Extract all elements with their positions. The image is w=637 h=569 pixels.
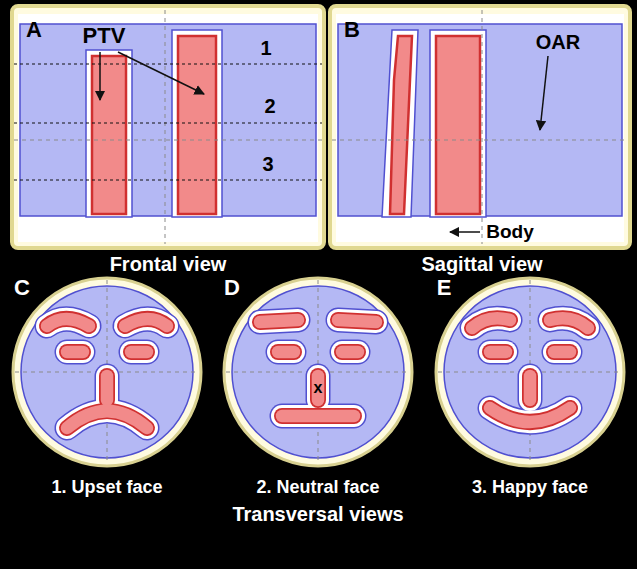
face-caption: 3. Happy face — [472, 478, 588, 498]
ptv-structure — [490, 340, 506, 365]
panel-letter: C — [14, 276, 30, 300]
panel-letter: A — [26, 18, 42, 42]
ptv-structure — [282, 408, 354, 424]
ptv-structure — [131, 344, 147, 360]
ptv-structure — [95, 376, 120, 400]
face-phantom — [224, 278, 412, 466]
ptv-structure — [554, 344, 570, 360]
transversal-phantoms — [13, 278, 624, 466]
slice-number: 3 — [262, 153, 273, 175]
oar-label: OAR — [536, 31, 580, 53]
view-caption: Transversal views — [232, 503, 403, 525]
ptv-structure — [342, 340, 358, 365]
ptv-structure — [125, 319, 167, 326]
body-label: Body — [486, 222, 534, 243]
ptv-structure — [260, 320, 298, 322]
slice-number: 1 — [260, 37, 271, 59]
panel-letter: B — [344, 18, 360, 42]
ptv-structure — [67, 411, 147, 428]
ptv-structure — [47, 319, 89, 326]
ptv-structure — [47, 319, 89, 326]
ptv-structure — [550, 318, 588, 328]
ptv-structure — [338, 320, 376, 322]
ptv-structure — [282, 410, 354, 423]
ptv-structure — [342, 341, 358, 363]
ptv-structure — [307, 376, 329, 400]
ptv-structure — [67, 346, 83, 359]
ptv-structure — [101, 376, 114, 400]
ptv-structure — [472, 318, 510, 328]
ptv-structure — [278, 346, 294, 359]
ptv-structure — [99, 376, 115, 400]
ptv-structure — [472, 318, 510, 328]
ptv-structure — [338, 320, 376, 322]
ptv-structure — [554, 340, 570, 365]
ptv-structure — [554, 341, 570, 363]
ptv-structure — [67, 411, 147, 428]
ptv-structure — [490, 344, 506, 360]
ptv-structure — [125, 319, 167, 326]
ptv-structure — [278, 340, 294, 365]
ptv-structure — [47, 319, 89, 326]
ptv-structure — [519, 376, 541, 400]
ptv-structure — [490, 341, 506, 363]
ptv-structure — [338, 320, 376, 322]
ptv-structure — [306, 376, 331, 400]
ptv-structure — [472, 318, 510, 328]
ptv-structure — [278, 344, 294, 360]
ptv-structure — [342, 344, 358, 360]
ptv-structure — [67, 344, 83, 360]
frontal-phantom — [12, 6, 324, 248]
view-caption: Sagittal view — [421, 253, 542, 275]
ptv-structure — [490, 408, 570, 422]
ptv-structure — [125, 319, 167, 326]
face-caption: 2. Neutral face — [256, 478, 379, 498]
face-phantom — [436, 278, 624, 466]
ptv-structure — [131, 346, 147, 359]
ptv-structure — [472, 318, 510, 328]
isocenter-mark: x — [313, 379, 324, 397]
ptv-structure — [338, 320, 376, 322]
sagittal-phantom — [330, 6, 630, 248]
ptv-structure — [278, 341, 294, 363]
panel-letter: D — [224, 276, 240, 300]
ptv-structure — [260, 320, 298, 322]
ptv-structure — [490, 408, 570, 422]
ptv-structure — [550, 318, 588, 328]
ptv-structure — [550, 318, 588, 328]
ptv-structure — [260, 320, 298, 322]
ptv-structure — [522, 376, 538, 400]
ptv-structure — [67, 411, 147, 428]
ptv-structure — [524, 376, 537, 400]
ptv-structure — [490, 346, 506, 359]
face-phantom — [13, 278, 201, 466]
slice-number: 2 — [264, 95, 275, 117]
ptv-structure — [260, 320, 298, 322]
view-caption: Frontal view — [110, 253, 227, 275]
ptv-structure — [131, 340, 147, 365]
ptv-structure — [125, 319, 167, 326]
ptv-structure — [131, 341, 147, 363]
ptv-label: PTV — [83, 24, 126, 48]
ptv-structure — [67, 340, 83, 365]
ptv-structure — [67, 341, 83, 363]
ptv-structure — [312, 376, 325, 400]
face-caption: 1. Upset face — [51, 478, 162, 498]
ptv-structure — [96, 376, 118, 400]
ptv-structure — [282, 405, 354, 427]
ptv-structure — [47, 319, 89, 326]
ptv-structure — [490, 408, 570, 422]
ptv-structure — [550, 318, 588, 328]
ptv-structure — [342, 346, 358, 359]
ptv-structure — [554, 346, 570, 359]
ptv-structure — [518, 376, 543, 400]
panel-letter: E — [437, 276, 452, 300]
ptv-structure — [67, 411, 147, 428]
ptv-structure — [310, 376, 326, 400]
